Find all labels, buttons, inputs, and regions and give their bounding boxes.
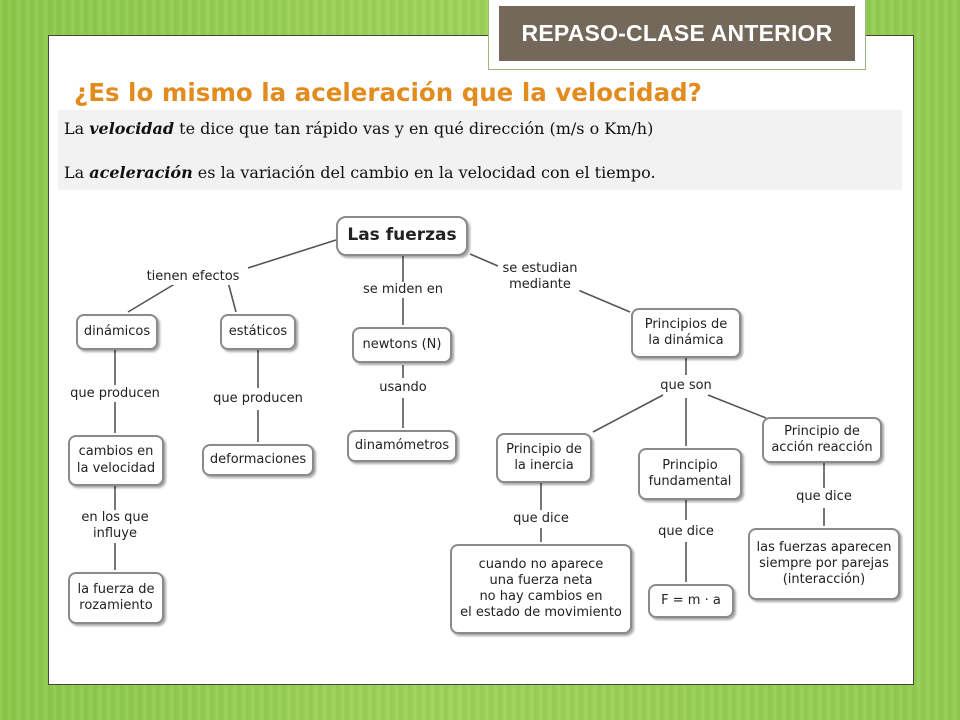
def-text: es la variación del cambio en la velocid… xyxy=(192,163,656,182)
link-en-los-que-influye: en los que influye xyxy=(79,510,151,543)
node-deformaciones: deformaciones xyxy=(202,444,314,476)
link-que-producen-2: que producen xyxy=(211,391,305,408)
def-prefix: La xyxy=(64,119,90,138)
connector xyxy=(577,289,631,313)
connector xyxy=(227,281,237,313)
slide-question: ¿Es lo mismo la aceleración que la veloc… xyxy=(74,78,702,107)
node-dinamometros: dinamómetros xyxy=(347,430,457,462)
def-term-aceleracion: aceleración xyxy=(89,163,193,182)
link-que-producen-1: que producen xyxy=(68,386,162,403)
link-tienen-efectos: tienen efectos xyxy=(144,269,242,286)
node-principios-dinamica: Principios de la dinámica xyxy=(631,308,741,358)
node-formula-fma: F = m · a xyxy=(648,584,734,618)
node-fuerza-rozamiento: la fuerza de rozamiento xyxy=(68,572,164,624)
def-text: te dice que tan rápido vas y en qué dire… xyxy=(174,119,654,138)
node-dinamicos: dinámicos xyxy=(76,314,158,350)
link-que-dice-inercia: que dice xyxy=(511,511,571,528)
link-usando: usando xyxy=(377,380,429,397)
node-principio-fundamental: Principio fundamental xyxy=(638,448,742,500)
velocity-definition: La velocidad te dice que tan rápido vas … xyxy=(64,119,653,138)
connector xyxy=(707,394,767,419)
section-tag-label: REPASO-CLASE ANTERIOR xyxy=(499,6,855,61)
link-se-miden-en: se miden en xyxy=(360,282,446,299)
node-cambios-velocidad: cambios en la velocidad xyxy=(68,435,164,486)
definitions-box: La velocidad te dice que tan rápido vas … xyxy=(58,110,902,190)
link-que-dice-fundamental: que dice xyxy=(656,524,716,541)
node-principio-accion-reaccion: Principio de acción reacción xyxy=(762,417,882,463)
link-que-dice-accion: que dice xyxy=(794,489,854,506)
section-tag: REPASO-CLASE ANTERIOR xyxy=(488,0,866,70)
connector xyxy=(469,253,499,267)
link-que-son: que son xyxy=(658,378,714,395)
node-newtons: newtons (N) xyxy=(352,327,452,363)
node-no-fuerza-neta: cuando no aparece una fuerza neta no hay… xyxy=(450,544,632,634)
link-se-estudian-mediante: se estudian mediante xyxy=(500,261,580,294)
connector xyxy=(247,239,337,269)
node-fuerzas-parejas: las fuerzas aparecen siempre por parejas… xyxy=(748,528,900,600)
node-principio-inercia: Principio de la inercia xyxy=(496,433,592,483)
node-las-fuerzas: Las fuerzas xyxy=(336,216,468,256)
node-estaticos: estáticos xyxy=(220,314,296,350)
def-prefix: La xyxy=(64,163,90,182)
concept-map: Las fuerzas dinámicos estáticos newtons … xyxy=(58,190,902,680)
acceleration-definition: La aceleración es la variación del cambi… xyxy=(64,163,656,182)
connector xyxy=(592,394,664,433)
def-term-velocidad: velocidad xyxy=(89,119,175,138)
